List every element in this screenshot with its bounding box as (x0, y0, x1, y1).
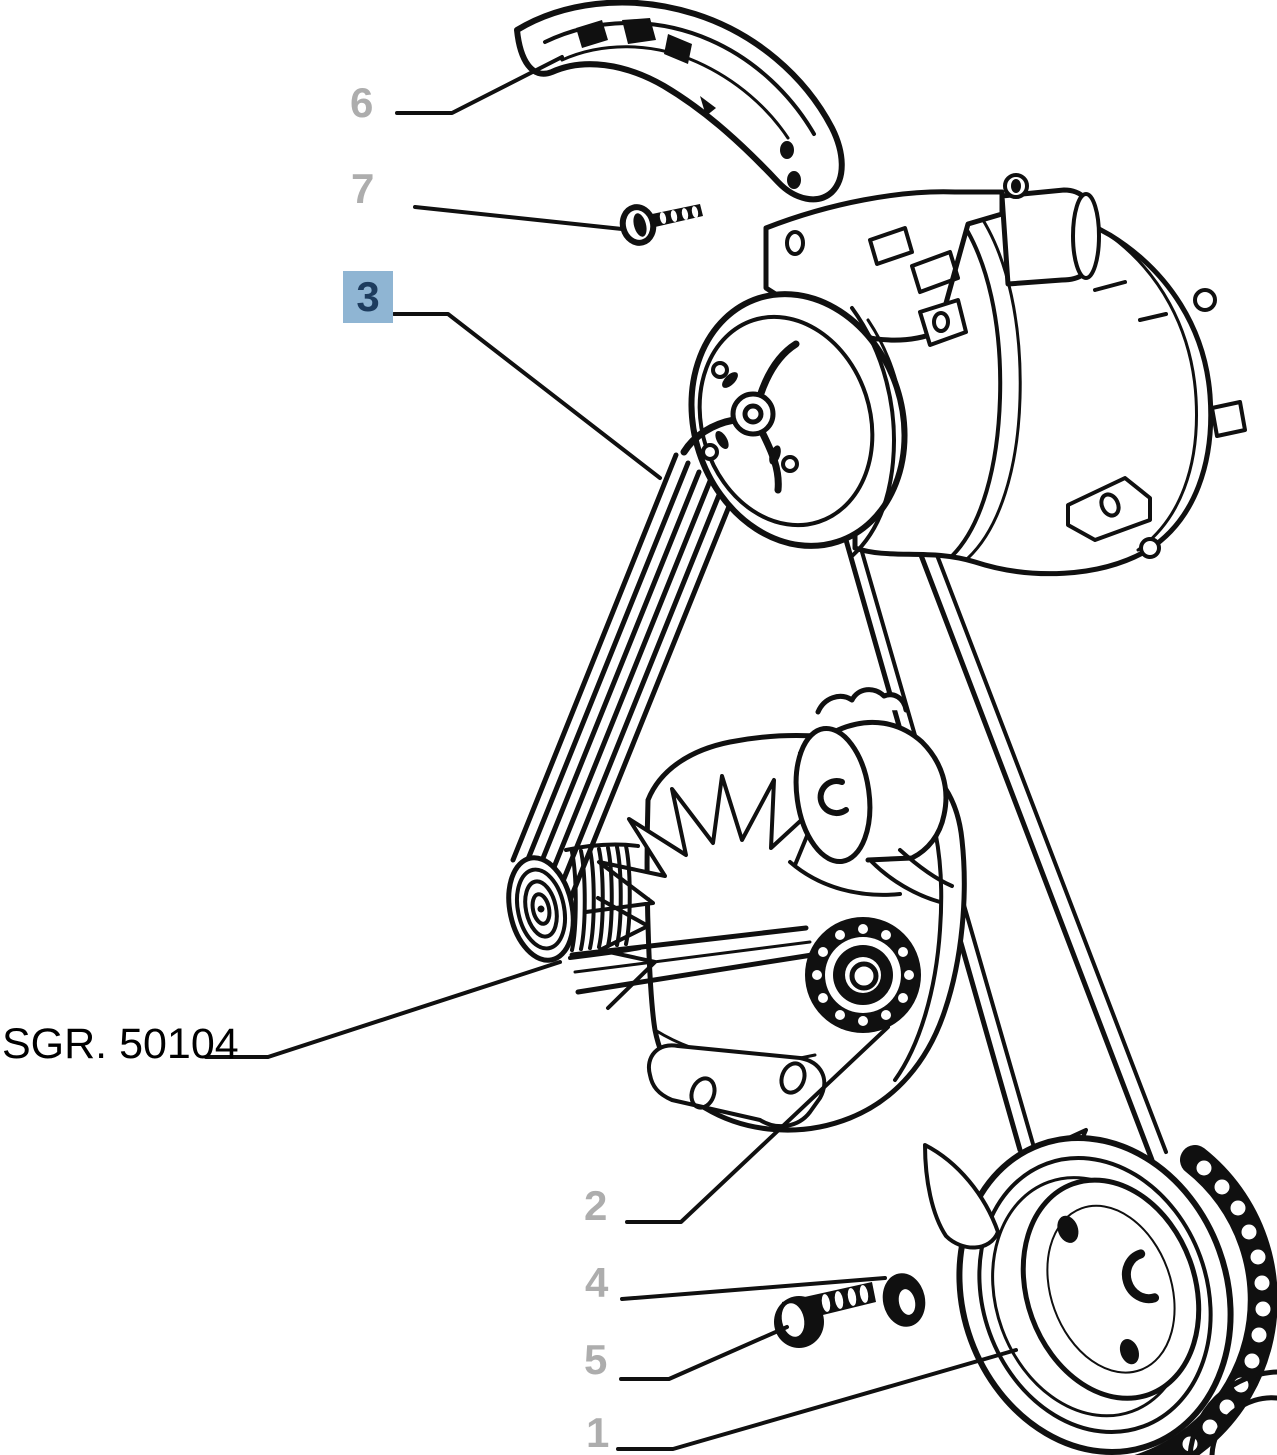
callout-3: 3 (356, 273, 380, 320)
leader-3 (392, 312, 662, 480)
belt-tensioner (788, 687, 954, 904)
leader-6 (395, 55, 564, 115)
leader-4 (620, 1276, 887, 1301)
alternator-pulley (506, 855, 576, 963)
washer (882, 1273, 926, 1327)
leader-lines (204, 55, 1018, 1451)
timing-gear (1134, 1145, 1277, 1455)
leader-1 (616, 1348, 1018, 1451)
callout-3-highlight[interactable]: 3 (343, 271, 393, 323)
belt-guard-bracket (514, 0, 845, 203)
crankshaft-pulley (956, 1135, 1234, 1455)
bracket-bolt (619, 204, 703, 246)
group-reference-label: SGR. 50104 (2, 1020, 239, 1068)
callout-7[interactable]: 7 (351, 165, 375, 212)
leader-5 (619, 1325, 789, 1381)
leader-2 (625, 1025, 890, 1224)
leader-sgr (204, 960, 562, 1059)
drive-belt-left-run (510, 452, 735, 908)
callout-4[interactable]: 4 (585, 1259, 609, 1306)
callout-1[interactable]: 1 (586, 1409, 610, 1455)
idler-pulley (805, 917, 921, 1033)
leader-7 (413, 205, 624, 231)
callout-5[interactable]: 5 (584, 1336, 608, 1383)
callout-2[interactable]: 2 (584, 1182, 608, 1229)
callout-6[interactable]: 6 (350, 79, 374, 126)
crank-bolt (774, 1282, 876, 1348)
compressor-clutch-pulley (680, 291, 908, 558)
drive-belt-lower-run (569, 925, 815, 995)
